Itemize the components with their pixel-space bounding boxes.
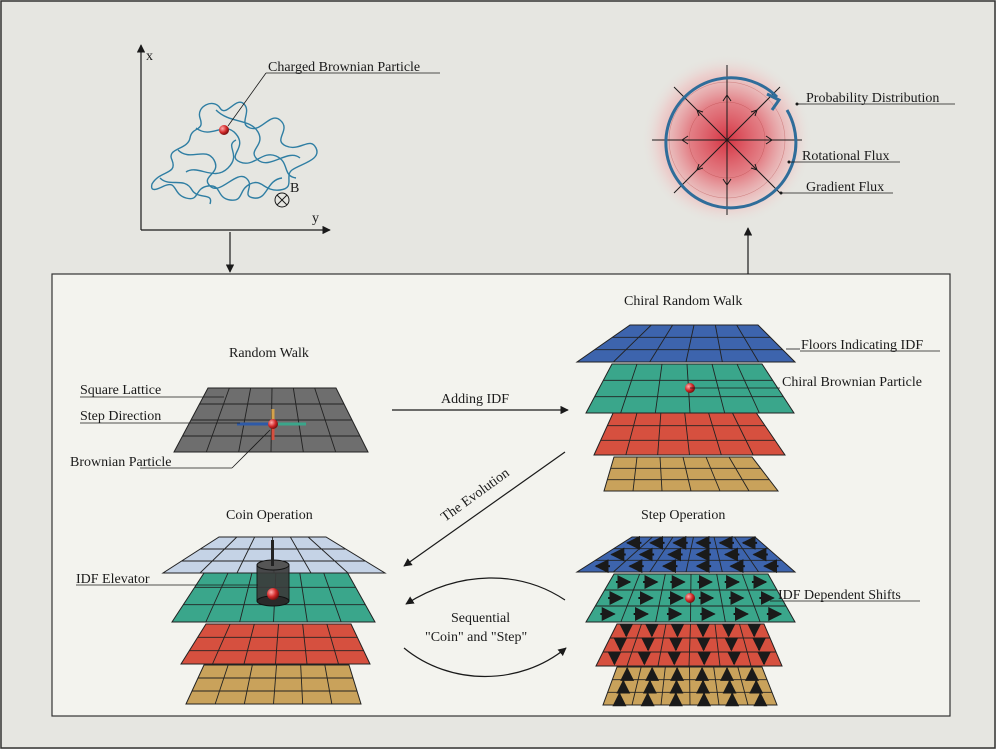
brownian-trajectory-panel: x y Charged Brownian Particle B (136, 44, 440, 235)
coin-operation-title: Coin Operation (226, 508, 313, 523)
random-walk-panel: Random Walk Square Lattice Step Directio… (70, 346, 309, 470)
coin-operation-panel: Coin Operation IDF Elevator (76, 508, 313, 607)
tan-floor-chiral (603, 456, 780, 492)
step-direction-label: Step Direction (80, 409, 161, 424)
step-arrows (237, 409, 306, 440)
probability-distribution-panel: Probability Distribution Rotational Flux… (641, 54, 955, 226)
particle-leader (227, 72, 267, 127)
step-operation-title: Step Operation (641, 508, 725, 523)
sequential-arrow-top (405, 577, 566, 605)
x-axis-label: x (146, 49, 153, 64)
chiral-walk-panel: Chiral Random Walk Floors Indicating IDF… (624, 294, 940, 390)
brownian-particle-ball (268, 419, 278, 429)
blue-floor-step (575, 535, 797, 574)
tan-floor-step (602, 666, 778, 707)
gradient-label: Gradient Flux (806, 180, 884, 195)
rotational-label: Rotational Flux (802, 149, 890, 164)
field-label: B (290, 181, 299, 196)
idf-elevator-icon (256, 540, 290, 607)
sequential-line2: "Coin" and "Step" (425, 630, 527, 645)
trajectory-path (150, 101, 318, 205)
blue-floor-chiral (575, 324, 797, 363)
red-floor-step (595, 623, 783, 667)
evolution-arrow (403, 451, 566, 567)
chiral-walk-title: Chiral Random Walk (624, 294, 742, 309)
magnetic-field-icon (274, 192, 290, 208)
charged-particle-dot (219, 125, 229, 135)
tan-floor-coin (185, 664, 362, 705)
random-walk-title: Random Walk (229, 346, 309, 361)
sequential-line1: Sequential (451, 611, 510, 626)
chiral-particle-ball (685, 593, 695, 603)
square-lattice-label: Square Lattice (80, 383, 161, 398)
idf-shifts-label: IDF Dependent Shifts (778, 588, 901, 603)
rotation-arrowhead (766, 92, 782, 111)
brownian-particle-label: Brownian Particle (70, 455, 171, 470)
idf-elevator-label: IDF Elevator (76, 572, 150, 587)
flux-line-d2 (673, 86, 781, 194)
floors-label: Floors Indicating IDF (801, 338, 923, 353)
red-floor-coin (180, 623, 371, 665)
chiral-particle-label: Chiral Brownian Particle (782, 375, 922, 390)
charged-particle-label: Charged Brownian Particle (268, 60, 420, 75)
adding-idf-label: Adding IDF (441, 392, 509, 407)
sequential-arrow-bottom (403, 647, 567, 678)
red-floor-chiral (593, 410, 786, 456)
rotational-flux-ring (664, 76, 798, 210)
y-axis-label: y (312, 211, 319, 226)
gradient-arrowheads (681, 94, 773, 186)
step-operation-panel: Step Operation IDF Dependent Shifts (641, 508, 920, 603)
lattice-floors (161, 324, 797, 707)
probability-label: Probability Distribution (806, 91, 939, 106)
